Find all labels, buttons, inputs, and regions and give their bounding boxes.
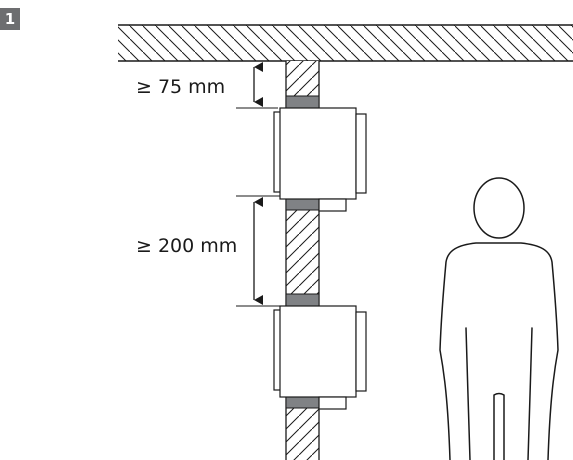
upper-mounting-bracket [285, 95, 320, 109]
clearance-top-label: ≥ 75 mm [136, 76, 225, 98]
ceiling [118, 24, 573, 62]
lower-mounting-bracket [285, 293, 320, 307]
step-number-badge: 1 [0, 8, 20, 30]
person-figure [439, 177, 559, 460]
upper-device [273, 95, 367, 212]
lower-device [273, 293, 367, 410]
person-body [439, 242, 559, 460]
lower-bottom-bracket [285, 395, 320, 409]
dimension-between: ≥ 200 mm [136, 195, 280, 307]
clearance-between-label: ≥ 200 mm [136, 235, 237, 257]
person-head [473, 177, 525, 239]
dimension-top: ≥ 75 mm [136, 62, 278, 109]
upper-bottom-bracket [285, 197, 320, 211]
